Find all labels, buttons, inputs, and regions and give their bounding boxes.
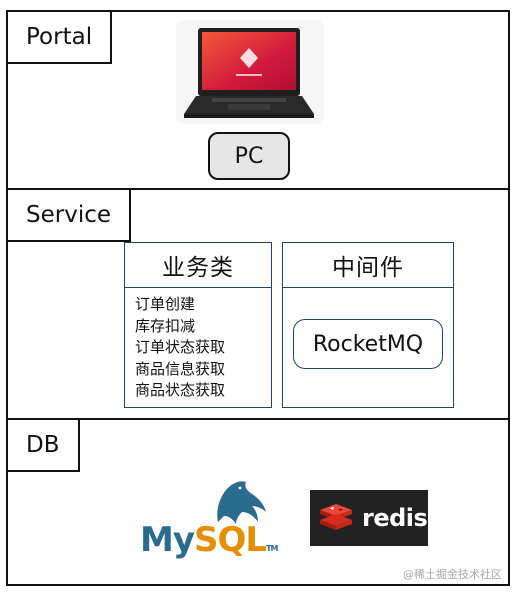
business-box: 业务类 订单创建 库存扣减 订单状态获取 商品信息获取 商品状态获取 — [124, 242, 272, 408]
redis-logo: redis — [310, 490, 428, 546]
middleware-title: 中间件 — [283, 243, 453, 288]
list-item: 订单创建 — [135, 295, 196, 313]
mysql-logo: MySQLTM — [140, 476, 280, 566]
watermark: @稀土掘金技术社区 — [403, 568, 502, 581]
service-layer: Service 业务类 订单创建 库存扣减 订单状态获取 商品信息获取 商品状态… — [6, 188, 510, 420]
redis-cube-icon — [320, 504, 352, 530]
service-label: Service — [6, 188, 132, 242]
list-item: 商品状态获取 — [135, 381, 226, 399]
list-item: 商品信息获取 — [135, 359, 226, 378]
laptop-icon — [176, 20, 324, 124]
rocketmq-node[interactable]: RocketMQ — [293, 319, 443, 369]
mysql-wordmark: MySQLTM — [140, 520, 279, 560]
middleware-box: 中间件 RocketMQ — [282, 242, 454, 408]
portal-layer: Portal PC — [6, 10, 510, 190]
redis-wordmark: redis — [362, 504, 428, 532]
db-label: DB — [6, 418, 80, 472]
business-item-list: 订单创建 库存扣减 订单状态获取 商品信息获取 商品状态获取 — [125, 288, 271, 402]
list-item: 库存扣减 — [135, 316, 196, 335]
pc-device-button[interactable]: PC — [208, 132, 290, 180]
list-item: 订单状态获取 — [135, 338, 226, 356]
portal-label: Portal — [6, 10, 113, 64]
business-title: 业务类 — [125, 243, 271, 288]
db-layer: DB MySQLTM redis — [6, 418, 510, 586]
mysql-dolphin-icon — [217, 481, 266, 524]
